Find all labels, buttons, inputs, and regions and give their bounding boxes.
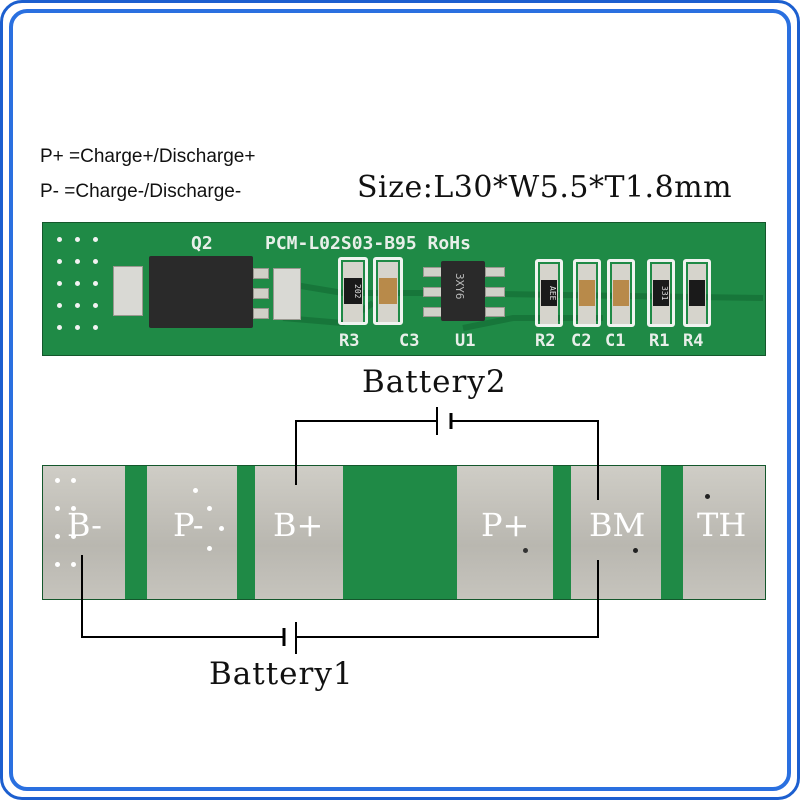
pcb-pad-view: B- P- B+ P+ BM TH: [42, 465, 766, 600]
pad-label-b-plus: B+: [273, 506, 324, 544]
ref-r1: R1: [649, 331, 670, 351]
pad-label-b-minus: B-: [67, 506, 102, 544]
ic-u1: 3XY6: [423, 261, 505, 321]
size-text: Size:L30*W5.5*T1.8mm: [357, 170, 733, 205]
ref-r3: R3: [339, 331, 360, 351]
wire-battery1: [81, 555, 284, 638]
ref-u1: U1: [455, 331, 476, 351]
ref-c2: C2: [571, 331, 592, 351]
resistor-r2-code: AEE: [541, 280, 557, 306]
pad-p-minus: [147, 466, 237, 599]
mosfet-q2: [113, 256, 303, 338]
resistor-r2: AEE: [535, 259, 563, 327]
resistor-r4: [683, 259, 711, 327]
ref-r4: R4: [683, 331, 704, 351]
ref-r2: R2: [535, 331, 556, 351]
ref-c3: C3: [399, 331, 420, 351]
pad-b-plus: [255, 466, 343, 599]
pad-label-p-plus: P+: [481, 506, 530, 544]
via-grid: [55, 235, 105, 345]
resistor-r1-code: 331: [653, 280, 669, 306]
legend-p-plus: P+ =Charge+/Discharge+: [40, 146, 256, 167]
resistor-r3-code: 202: [344, 278, 362, 304]
pad-label-p-minus: P-: [173, 506, 204, 544]
wire-battery2: [295, 420, 437, 485]
battery1-label: Battery1: [209, 656, 354, 692]
pad-p-plus: [457, 466, 553, 599]
capacitor-c3: [373, 257, 403, 325]
pad-label-bm: BM: [589, 506, 646, 544]
resistor-r1: 331: [647, 259, 675, 327]
pad-bm: [571, 466, 661, 599]
ref-c1: C1: [605, 331, 626, 351]
blue-frame-inner: [9, 9, 791, 791]
pad-label-th: TH: [697, 506, 747, 544]
legend-p-minus: P- =Charge-/Discharge-: [40, 181, 242, 202]
resistor-r3: 202: [338, 257, 368, 325]
battery2-label: Battery2: [362, 364, 507, 400]
pad-b-minus: [43, 466, 125, 599]
model-text: PCM-L02S03-B95 RoHs: [265, 233, 471, 254]
pcb-top-view: Q2 PCM-L02S03-B95 RoHs 202 3XY6 AEE: [42, 222, 766, 356]
q2-label: Q2: [191, 233, 213, 254]
ic-u1-code: 3XY6: [453, 273, 466, 300]
pad-th: [683, 466, 765, 599]
capacitor-c2: [573, 259, 601, 327]
capacitor-c1: [607, 259, 635, 327]
